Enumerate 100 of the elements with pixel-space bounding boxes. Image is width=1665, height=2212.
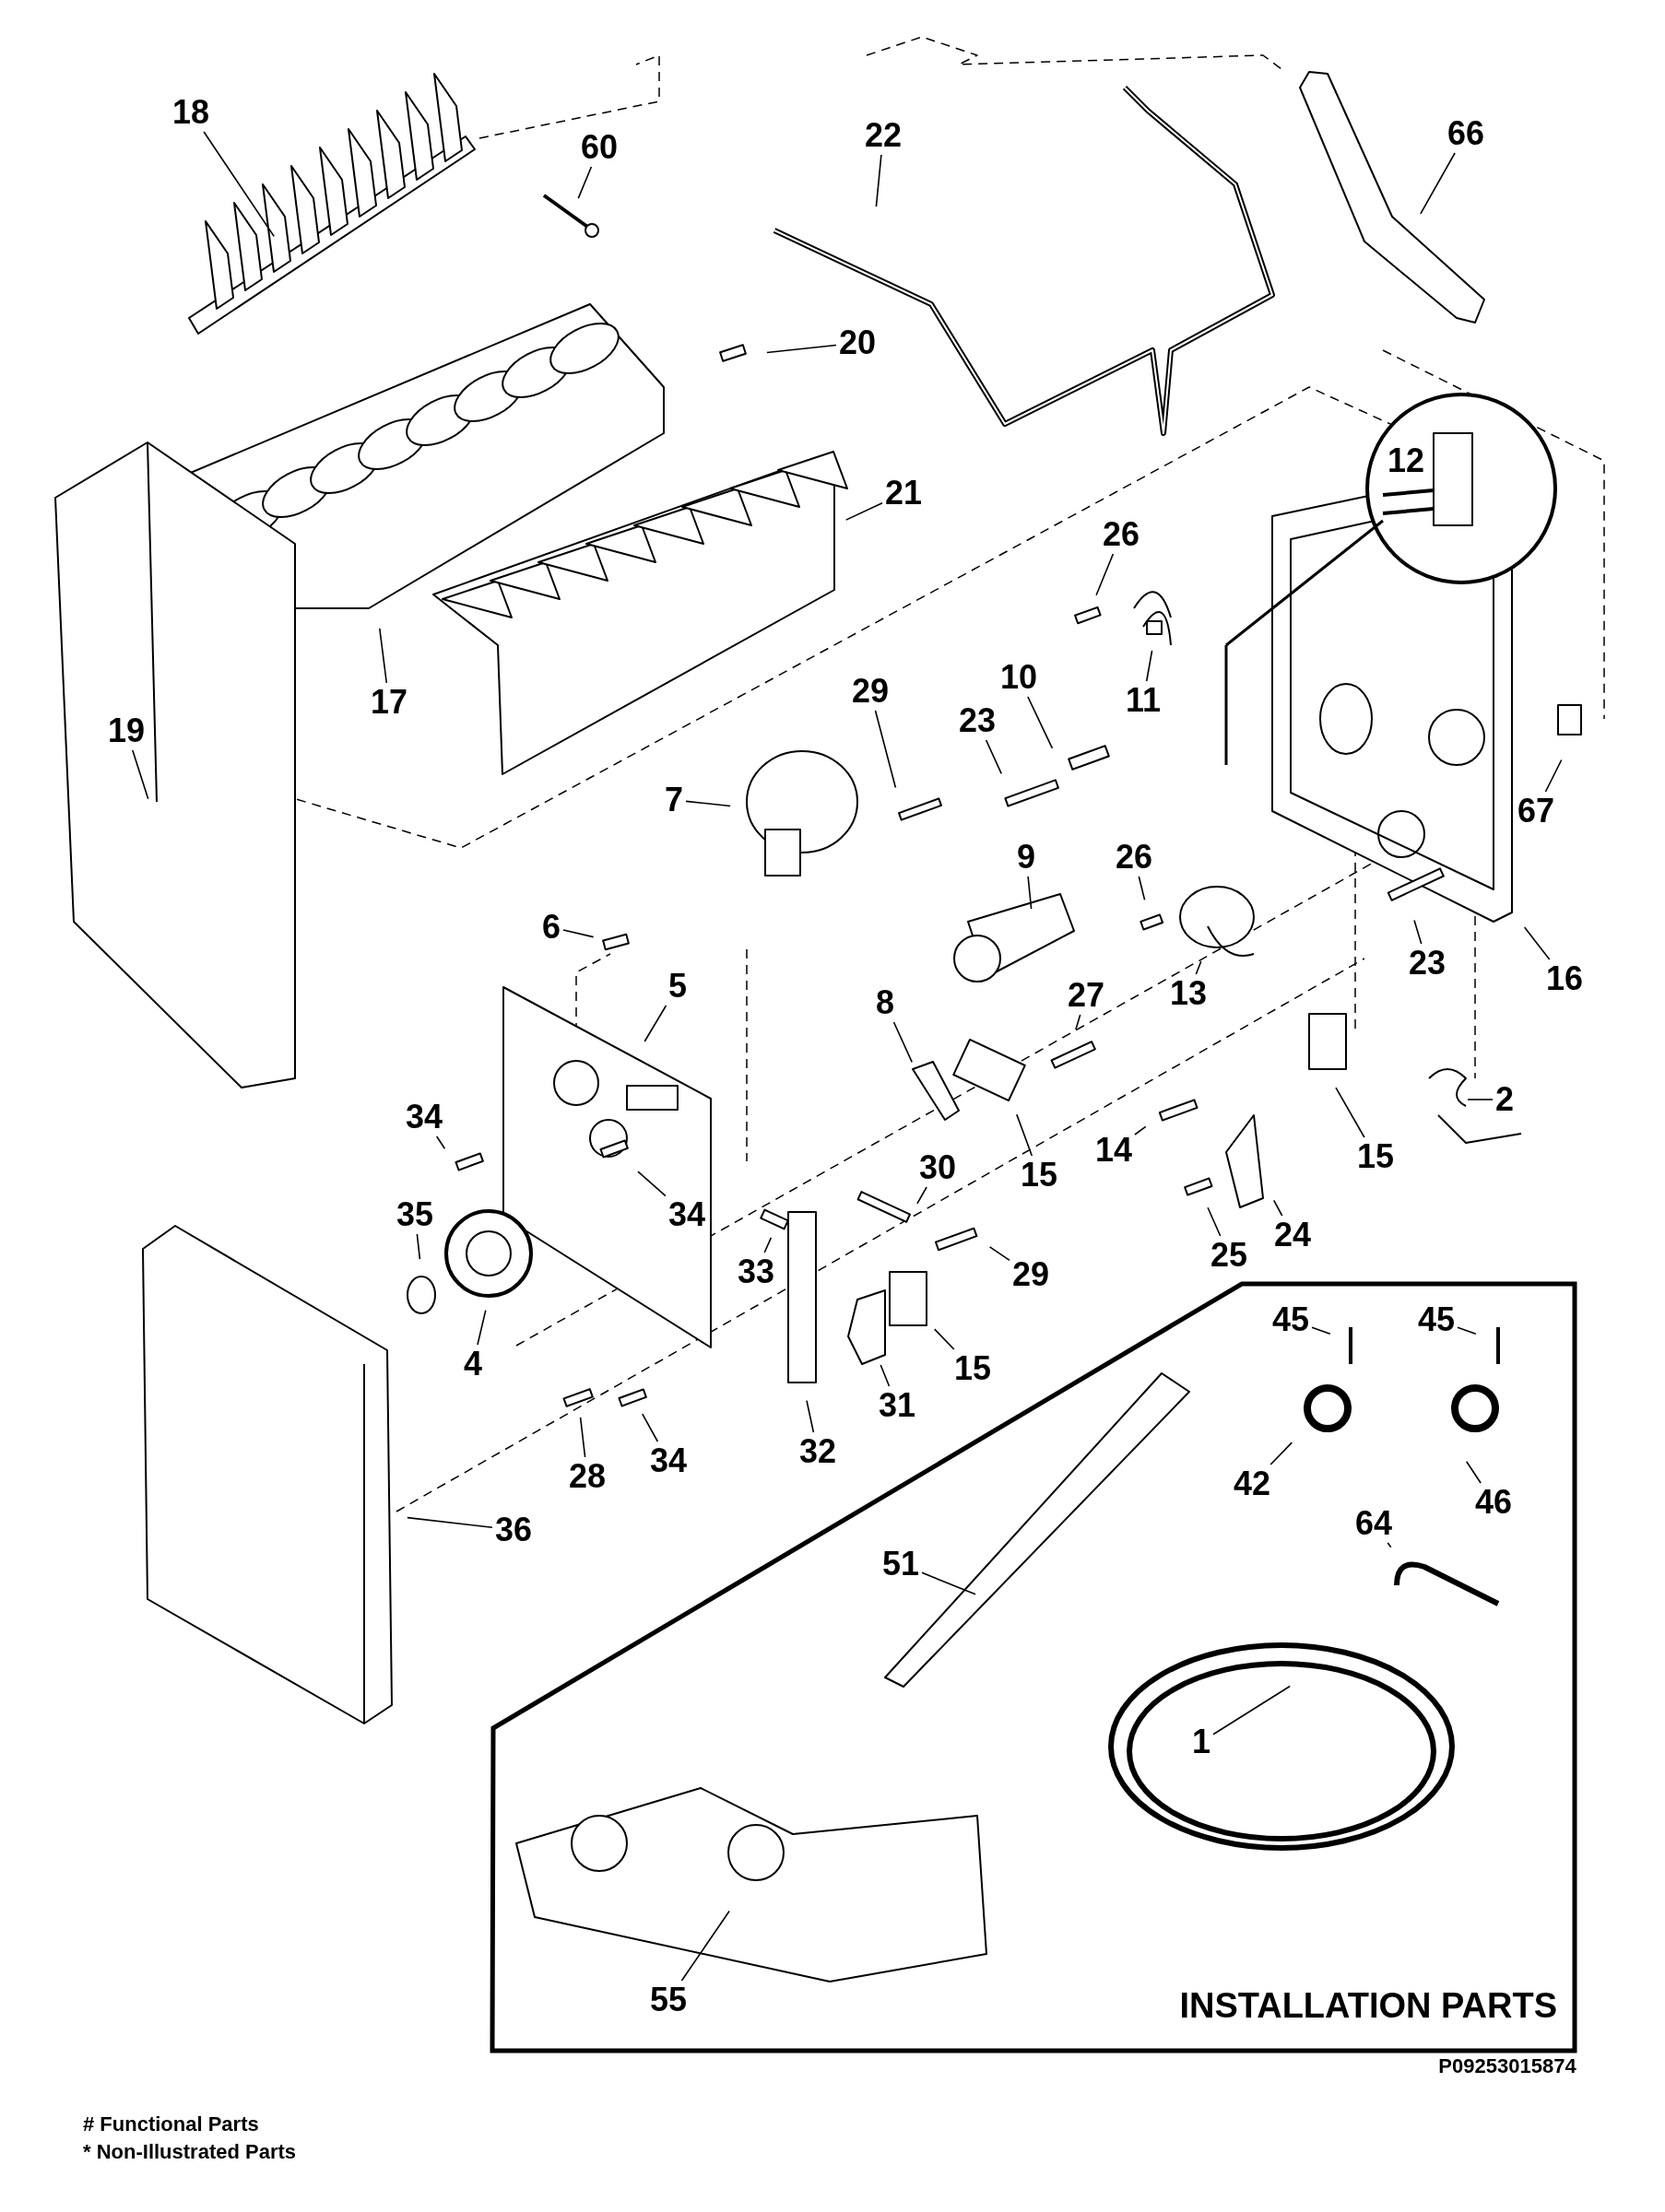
leader-line bbox=[477, 1309, 487, 1346]
callout-number: 33 bbox=[738, 1255, 774, 1288]
callout-number: 64 bbox=[1355, 1507, 1392, 1540]
callout-number: 4 bbox=[464, 1347, 482, 1381]
leader-line bbox=[416, 1233, 421, 1260]
leader-line bbox=[1145, 650, 1153, 682]
callout-number: 45 bbox=[1418, 1303, 1455, 1336]
callout-number: 51 bbox=[882, 1547, 919, 1581]
leader-line bbox=[579, 1417, 586, 1458]
leader-line bbox=[985, 739, 1002, 775]
callout-number: 23 bbox=[959, 704, 996, 737]
leader-line bbox=[874, 710, 897, 789]
leader-line bbox=[1138, 876, 1146, 901]
callout-number: 25 bbox=[1210, 1239, 1247, 1272]
callout-number: 35 bbox=[396, 1198, 433, 1231]
callout-number: 16 bbox=[1546, 962, 1583, 995]
leader-line bbox=[379, 628, 388, 684]
callout-number: 2 bbox=[1495, 1083, 1514, 1116]
leader-line bbox=[685, 800, 731, 807]
leader-line bbox=[1134, 1125, 1147, 1135]
callout-number: 19 bbox=[108, 714, 145, 747]
leader-line bbox=[1544, 759, 1563, 793]
section-title: INSTALLATION PARTS bbox=[1179, 1986, 1557, 2026]
callout-number: 27 bbox=[1068, 979, 1104, 1012]
callout-number: 66 bbox=[1447, 117, 1484, 150]
callout-number: 18 bbox=[172, 96, 209, 129]
callout-number: 29 bbox=[1012, 1258, 1049, 1291]
callout-number: 31 bbox=[879, 1389, 915, 1422]
leader-line bbox=[880, 1364, 891, 1387]
callout-number: 11 bbox=[1125, 684, 1162, 717]
leader-line bbox=[892, 1021, 913, 1064]
callout-number: 24 bbox=[1274, 1218, 1311, 1252]
callout-number: 55 bbox=[650, 1983, 687, 2017]
callout-number: 67 bbox=[1517, 794, 1554, 828]
leader-line bbox=[680, 1910, 730, 1982]
leader-line bbox=[1420, 152, 1456, 215]
leader-line bbox=[1467, 1099, 1494, 1100]
leader-line bbox=[1387, 1542, 1392, 1548]
leader-line bbox=[637, 1171, 667, 1197]
callout-number: 30 bbox=[919, 1151, 956, 1184]
note: * Non-Illustrated Parts bbox=[83, 2140, 297, 2164]
callout-number: 7 bbox=[665, 783, 683, 817]
leader-line bbox=[1027, 696, 1054, 749]
callout-number: 46 bbox=[1475, 1486, 1512, 1519]
leader-line bbox=[577, 166, 593, 199]
callout-number: 13 bbox=[1170, 977, 1207, 1010]
leader-line bbox=[806, 1399, 815, 1433]
callout-number: 23 bbox=[1409, 947, 1446, 980]
note: # Functional Parts bbox=[83, 2112, 259, 2136]
leader-line bbox=[562, 929, 595, 938]
leader-line bbox=[435, 1135, 446, 1150]
leader-line bbox=[1523, 926, 1551, 960]
callout-number: 14 bbox=[1095, 1134, 1132, 1167]
callout-number: 26 bbox=[1116, 841, 1152, 874]
leader-line bbox=[988, 1246, 1010, 1262]
callout-number: 15 bbox=[1357, 1140, 1394, 1173]
callout-number: 45 bbox=[1272, 1303, 1309, 1336]
callout-number: 42 bbox=[1234, 1467, 1270, 1500]
leader-line bbox=[1212, 1685, 1291, 1735]
leader-line bbox=[1272, 1199, 1283, 1217]
leader-line bbox=[1095, 553, 1115, 596]
callout-number: 17 bbox=[371, 686, 407, 719]
callout-number: 29 bbox=[852, 675, 889, 708]
callout-number: 1 bbox=[1192, 1725, 1210, 1759]
callout-number: 20 bbox=[839, 326, 876, 359]
callout-number: 6 bbox=[542, 911, 561, 944]
callout-number: 32 bbox=[799, 1435, 836, 1468]
callout-number: 12 bbox=[1388, 441, 1424, 480]
leader-line bbox=[1075, 1014, 1081, 1030]
leader-line bbox=[1335, 1087, 1365, 1138]
leader-line bbox=[1195, 960, 1202, 975]
callout-number: 9 bbox=[1017, 841, 1035, 874]
callout-number: 36 bbox=[495, 1513, 532, 1547]
callout-number: 34 bbox=[406, 1100, 443, 1134]
callout-number: 5 bbox=[668, 970, 687, 1003]
leader-line bbox=[921, 1571, 976, 1595]
leader-line bbox=[1016, 1113, 1033, 1157]
leader-line bbox=[642, 1413, 659, 1442]
callout-number: 34 bbox=[668, 1198, 705, 1231]
leader-line bbox=[1457, 1326, 1477, 1335]
leader-line bbox=[763, 1237, 773, 1253]
leader-line bbox=[203, 131, 275, 238]
callout-number: 22 bbox=[865, 119, 902, 152]
leader-line bbox=[875, 154, 882, 207]
leader-line bbox=[1207, 1206, 1222, 1237]
callout-number: 10 bbox=[1000, 661, 1037, 694]
leader-line bbox=[933, 1328, 955, 1350]
leader-line bbox=[644, 1005, 667, 1042]
leader-line bbox=[1269, 1441, 1293, 1465]
callout-number: 21 bbox=[885, 477, 922, 510]
callout-number: 8 bbox=[876, 986, 894, 1019]
leader-line bbox=[1465, 1460, 1482, 1484]
callout-number: 15 bbox=[1021, 1159, 1057, 1192]
leader-line bbox=[407, 1516, 493, 1529]
leader-line bbox=[916, 1186, 927, 1205]
leader-line bbox=[766, 344, 837, 354]
callout-number: 26 bbox=[1103, 518, 1140, 551]
callout-number: 34 bbox=[650, 1444, 687, 1477]
leader-line bbox=[844, 501, 883, 521]
callout-number: 60 bbox=[581, 131, 618, 164]
